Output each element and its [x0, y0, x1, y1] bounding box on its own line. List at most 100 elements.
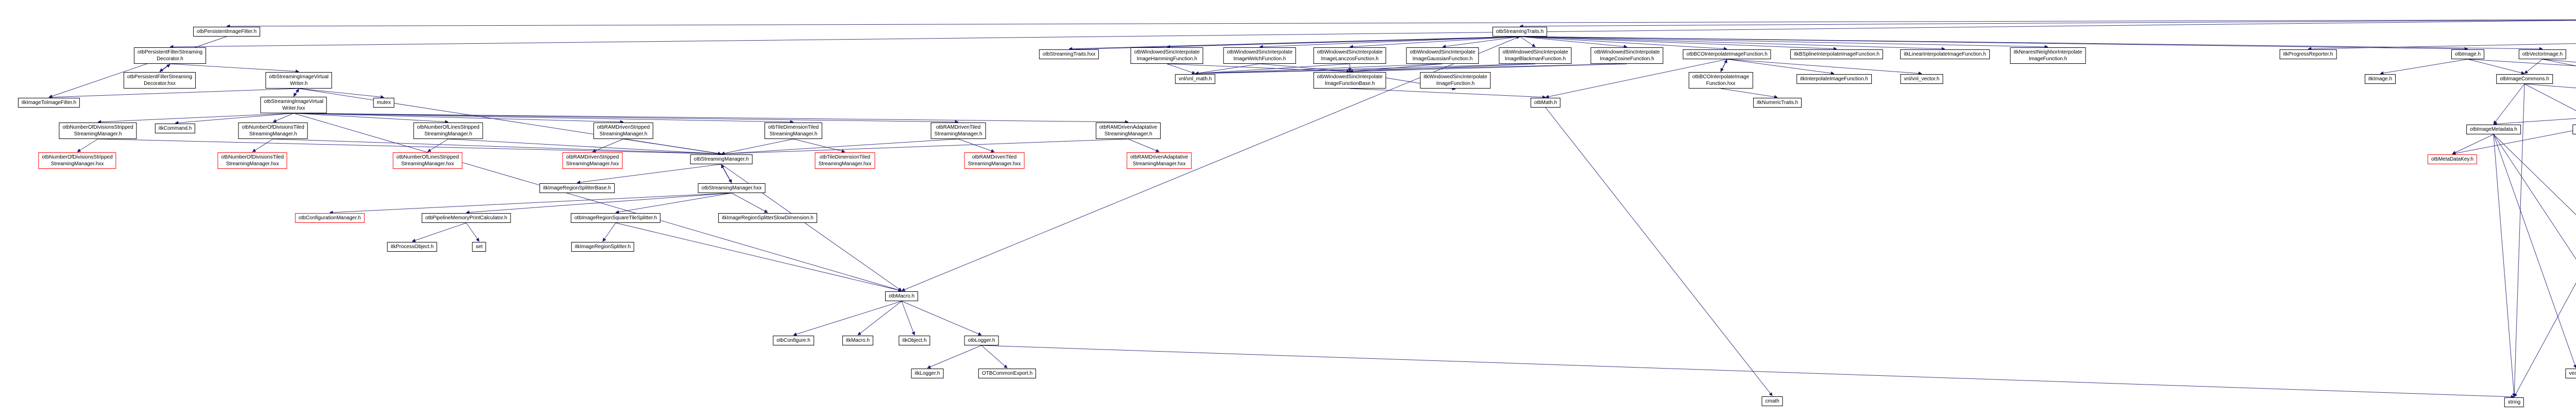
- graph-node-numtraits[interactable]: itkNumericTraits.h: [1753, 98, 1802, 108]
- graph-node-ovimg[interactable]: otbVectorImage.h: [2518, 49, 2567, 59]
- graph-node-vecn[interactable]: vector: [2565, 369, 2576, 378]
- graph-node-ocfg[interactable]: otbConfigure.h: [773, 336, 814, 345]
- include-edge-traits-linear: [1519, 36, 1945, 51]
- graph-node-i2i[interactable]: itkImageToImageFilter.h: [18, 98, 80, 108]
- graph-node-wcos[interactable]: otbWindowedSincInterpolate ImageCosineFu…: [1590, 47, 1664, 64]
- graph-node-itkws[interactable]: itkWindowedSincInterpolate ImageFunction…: [1420, 72, 1491, 89]
- graph-node-wwel[interactable]: otbWindowedSincInterpolate ImageWelchFun…: [1223, 47, 1296, 64]
- graph-node-smgrhxx[interactable]: otbStreamingManager.hxx: [698, 183, 766, 193]
- graph-node-m7hxx[interactable]: otbRAMDrivenAdaptative StreamingManager.…: [1126, 152, 1192, 169]
- graph-node-pfsd[interactable]: otbPersistentFilterStreaming Decorator.h: [133, 47, 207, 64]
- include-edge-imgcommons-strn: [2512, 83, 2525, 397]
- include-edge-pfsd-vw: [170, 63, 299, 74]
- graph-node-itkmacro[interactable]: itkMacro.h: [842, 336, 874, 345]
- graph-node-vnlvec[interactable]: vnl/vnl_vector.h: [1900, 74, 1943, 84]
- graph-node-progrep[interactable]: itkProgressReporter.h: [2279, 49, 2337, 59]
- include-edge-immeta-mdkey: [2452, 134, 2494, 154]
- include-edge-vwhxx-m2: [273, 113, 294, 123]
- graph-node-vwhxx[interactable]: otbStreamingImageVirtual Writer.hxx: [260, 97, 327, 113]
- graph-node-m5[interactable]: otbTileDimensionTiled StreamingManager.h: [764, 123, 823, 139]
- graph-node-m3[interactable]: otbNumberOfLinesStripped StreamingManage…: [413, 123, 483, 139]
- graph-node-m4[interactable]: otbRAMDrivenStripped StreamingManager.h: [593, 123, 654, 139]
- graph-node-nn[interactable]: itkNearestNeighborInterpolate ImageFunct…: [2010, 47, 2086, 64]
- graph-node-traits[interactable]: otbStreamingTraits.h: [1492, 27, 1548, 37]
- graph-node-m1[interactable]: otbNumberOfDivisionsStripped StreamingMa…: [59, 123, 137, 139]
- graph-node-m7[interactable]: otbRAMDrivenAdaptative StreamingManager.…: [1095, 123, 1161, 139]
- graph-node-imgcommons[interactable]: otbImageCommons.h: [2496, 74, 2553, 84]
- graph-node-itkimg[interactable]: itkImage.h: [2364, 74, 2396, 84]
- graph-node-itkcmd[interactable]: itkCommand.h: [155, 124, 196, 133]
- include-edge-m1-smgr: [97, 138, 722, 156]
- graph-node-irsb[interactable]: itkImageRegionSplitterBase.h: [539, 183, 615, 193]
- graph-node-vnlmath[interactable]: vnl/vnl_math.h: [1175, 74, 1216, 84]
- graph-node-itklogger[interactable]: itkLogger.h: [911, 369, 944, 378]
- graph-node-cfgmgr[interactable]: otbConfigurationManager.h: [295, 213, 365, 223]
- include-edge-wham-wsbase: [1166, 63, 1350, 74]
- graph-node-ocexp[interactable]: OTBCommonExport.h: [978, 369, 1037, 378]
- graph-node-immeta[interactable]: otbImageMetadata.h: [2466, 125, 2521, 134]
- graph-node-wbla[interactable]: otbWindowedSincInterpolate ImageBlackman…: [1499, 47, 1572, 64]
- graph-node-sqts[interactable]: otbImageRegionSquareTileSplitter.h: [570, 213, 661, 223]
- graph-node-omacro[interactable]: otbMacro.h: [885, 291, 919, 301]
- graph-node-bcohxx[interactable]: otbBCOInterpolateImage Function.hxx: [1688, 72, 1753, 89]
- graph-node-irs[interactable]: itkImageRegionSplitter.h: [571, 242, 635, 252]
- include-edge-m2-m2hxx: [252, 138, 274, 152]
- graph-node-m6[interactable]: otbRAMDrivenTiled StreamingManager.h: [930, 123, 986, 139]
- graph-node-cmathn[interactable]: cmath: [1761, 396, 1783, 406]
- graph-node-vw[interactable]: otbStreamingImageVirtual Writer.h: [265, 72, 332, 89]
- include-edge-traits-wlan: [1349, 36, 1520, 49]
- graph-node-strn[interactable]: string: [2504, 397, 2524, 407]
- include-edge-m6-smgr: [721, 138, 959, 156]
- graph-node-bco[interactable]: otbBCOInterpolateImageFunction.h: [1683, 49, 1771, 59]
- include-edge-vwhxx-m1: [97, 113, 294, 124]
- graph-node-mdexp[interactable]: OTBMetadataExport.h: [2572, 125, 2576, 134]
- graph-node-pmpc[interactable]: otbPipelineMemoryPrintCalculator.h: [421, 213, 511, 223]
- graph-node-m2hxx[interactable]: otbNumberOfDivisionsTiled StreamingManag…: [217, 152, 287, 169]
- graph-node-itkinterp[interactable]: itkInterpolateImageFunction.h: [1797, 74, 1872, 84]
- include-edge-wham-vnlmath: [1166, 63, 1196, 75]
- graph-node-oimg[interactable]: otbImage.h: [2451, 49, 2485, 59]
- graph-node-pfsdhxx[interactable]: otbPersistentFilterStreaming Decorator.h…: [123, 72, 196, 89]
- include-edge-m7-smgr: [721, 138, 1129, 156]
- graph-node-slowdim[interactable]: itkImageRegionSplitterSlowDimension.h: [718, 213, 817, 223]
- include-edge-wcos-vnlmath: [1195, 63, 1628, 76]
- graph-node-m3hxx[interactable]: otbNumberOfLinesStripped StreamingManage…: [393, 152, 463, 169]
- graph-node-m4hxx[interactable]: otbRAMDrivenStripped StreamingManager.hx…: [562, 152, 623, 169]
- graph-node-linear[interactable]: itkLinearInterpolateImageFunction.h: [1900, 49, 1990, 59]
- include-edge-imgcommons-immeta: [2493, 83, 2525, 125]
- graph-node-wlan[interactable]: otbWindowedSincInterpolate ImageLanczosF…: [1313, 47, 1386, 64]
- include-edge-wlan-vnlmath: [1195, 63, 1350, 76]
- include-edge-m2-smgr: [273, 138, 722, 156]
- include-edge-vwhxx-m3: [293, 113, 449, 124]
- include-edge-imib-immeta: [2493, 118, 2576, 126]
- include-edge-wsbase-otbmath: [1349, 88, 1546, 99]
- include-edge-otbmath-cmathn: [1545, 107, 1773, 396]
- graph-node-itkobj[interactable]: itkObject.h: [899, 336, 930, 345]
- include-edge-smgrhxx-sqts: [615, 193, 732, 214]
- graph-node-wsbase[interactable]: otbWindowedSincInterpolate ImageFunction…: [1313, 72, 1386, 89]
- graph-node-bspline[interactable]: itkBSplineInterpolateImageFunction.h: [1790, 49, 1884, 59]
- graph-node-m2[interactable]: otbNumberOfDivisionsTiled StreamingManag…: [238, 123, 308, 139]
- include-edge-oimg-oibexp: [2467, 59, 2576, 66]
- graph-node-m6hxx[interactable]: otbRAMDrivenTiled StreamingManager.hxx: [964, 152, 1025, 169]
- include-edge-main-pif: [226, 19, 2576, 28]
- include-edge-pfsd-pfsdhxx: [159, 63, 171, 72]
- graph-node-ologger[interactable]: otbLogger.h: [964, 336, 999, 345]
- graph-node-wham[interactable]: otbWindowedSincInterpolate ImageHammingF…: [1130, 47, 1204, 64]
- include-edge-bco-otbmath: [1545, 59, 1727, 99]
- graph-node-traitshxx[interactable]: otbStreamingTraits.hxx: [1039, 49, 1099, 59]
- graph-node-m1hxx[interactable]: otbNumberOfDivisionsStripped StreamingMa…: [38, 152, 116, 169]
- include-edge-pif-i2i: [48, 36, 227, 98]
- graph-node-smgr[interactable]: otbStreamingManager.h: [690, 154, 753, 164]
- graph-node-otbmath[interactable]: otbMath.h: [1530, 98, 1561, 108]
- graph-node-pif[interactable]: otbPersistentImageFilter.h: [193, 27, 261, 37]
- graph-node-wgau[interactable]: otbWindowedSincInterpolate ImageGaussian…: [1406, 47, 1479, 64]
- graph-node-procobj[interactable]: itkProcessObject.h: [387, 242, 437, 252]
- graph-node-mdkey[interactable]: otbMetaDataKey.h: [2427, 154, 2478, 164]
- include-edge-vwhxx-m4: [293, 113, 624, 124]
- include-edge-vwhxx-vw: [293, 89, 299, 97]
- include-edge-sqts-irs: [602, 222, 616, 242]
- graph-node-setn[interactable]: set: [472, 242, 486, 252]
- graph-node-mutexn[interactable]: mutex: [373, 98, 395, 108]
- graph-node-m5hxx[interactable]: otbTileDimensionTiled StreamingManager.h…: [815, 152, 875, 169]
